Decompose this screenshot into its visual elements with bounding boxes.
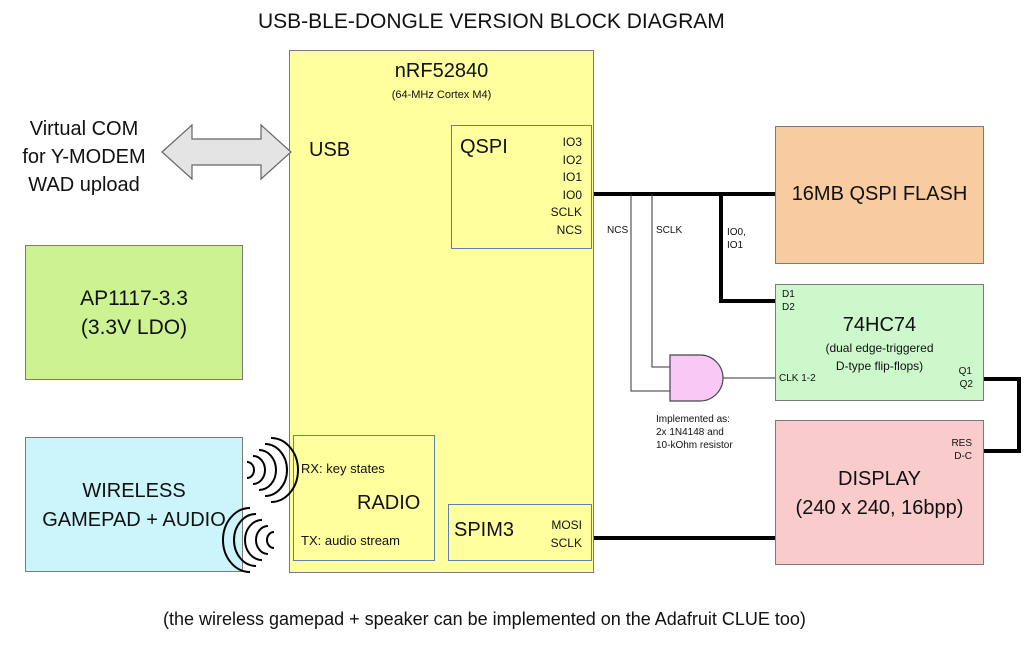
qspi-pins: IO3 IO2 IO1 IO0 SCLK NCS [551,134,582,239]
radio-block: RX: key states RADIO TX: audio stream [293,435,435,561]
mcu-box: nRF52840 (64-MHz Cortex M4) USB QSPI IO3… [289,50,594,573]
spim3-label: SPIM3 [454,519,515,541]
flipflop-box: D1 D2 74HC74 (dual edge-triggered D-type… [775,284,984,401]
flipflop-pin-q2: Q2 [959,379,973,390]
flipflop-desc1: (dual edge-triggered [825,341,934,355]
and-note-line2: 2x 1N4148 and [656,427,724,438]
io-drop-wire [719,194,775,303]
radio-tx: TX: audio stream [301,533,400,548]
qspi-pin-io3: IO3 [562,135,582,149]
display-pin-res: RES [951,438,972,449]
wire-label-ncs: NCS [607,225,629,236]
mcu-subtitle: (64-MHz Cortex M4) [391,89,492,101]
and-gate [669,354,724,402]
flipflop-desc2: D-type flip-flops) [835,359,924,373]
flipflop-name: 74HC74 [842,314,917,336]
qspi-label: QSPI [460,136,508,158]
wireless-waves-rx [246,437,299,503]
qspi-pin-io1: IO1 [562,170,582,184]
virtual-com-label: Virtual COM for Y-MODEM WAD upload [14,115,154,199]
display-box: RES D-C DISPLAY (240 x 240, 16bpp) [775,420,984,565]
radio-label: RADIO [357,492,421,514]
wire-label-io0: IO0, [727,227,746,238]
ldo-desc: (3.3V LDO) [80,316,188,339]
flipflop-pin-d1: D1 [782,289,795,300]
gamepad-box: WIRELESS GAMEPAD + AUDIO [25,437,243,572]
and-note-line1: Implemented as: [656,414,730,425]
flash-box: 16MB QSPI FLASH [775,126,984,264]
qspi-pin-sclk: SCLK [550,205,582,219]
radio-rx: RX: key states [301,461,385,476]
flipflop-pin-clk: CLK 1-2 [779,373,816,384]
qspi-pin-io0: IO0 [562,187,582,202]
footer-note: (the wireless gamepad + speaker can be i… [163,609,806,629]
display-line1: DISPLAY [838,468,921,490]
display-line2: (240 x 240, 16bpp) [795,497,964,519]
and-note-line3: 10-kOhm resistor [656,440,733,451]
flipflop-pin-q1: Q1 [958,366,972,377]
gamepad-line1: WIRELESS [82,480,186,502]
gamepad-line2: GAMEPAD + AUDIO [42,509,226,531]
mcu-name: nRF52840 [394,60,489,82]
spim3-block: SPIM3 MOSI SCLK [448,504,592,561]
wire-label-io1: IO1 [727,240,744,251]
qspi-block: QSPI IO3 IO2 IO1 IO0 SCLK NCS [451,125,592,249]
qspi-pin-io2: IO2 [562,152,582,167]
wire-label-sclk: SCLK [656,225,683,236]
ncs-wire [630,194,670,392]
flash-label: 16MB QSPI FLASH [791,183,968,205]
spim3-pin-sclk: SCLK [550,536,582,550]
spim3-pin-mosi: MOSI [551,518,582,532]
ldo-box: AP1117-3.3 (3.3V LDO) [25,245,243,380]
sclk-wire [651,194,670,368]
virtual-com-line1: Virtual COM [29,118,139,140]
and-gate-note: Implemented as: 2x 1N4148 and 10-kOhm re… [656,413,733,452]
flipflop-pin-d2: D2 [782,302,795,313]
wireless-waves-tx [222,507,275,573]
mcu-usb-label: USB [309,139,351,161]
qspi-pin-ncs: NCS [556,222,582,237]
virtual-com-line3: WAD upload [28,174,140,196]
q-to-display-wire [984,377,1021,453]
diagram-title: USB-BLE-DONGLE VERSION BLOCK DIAGRAM [258,10,725,33]
ldo-name: AP1117-3.3 [80,287,188,310]
spim3-pins: MOSI SCLK [551,516,582,552]
usb-double-arrow [161,123,292,181]
display-pin-dc: D-C [954,451,972,462]
virtual-com-line2: for Y-MODEM [22,146,146,168]
